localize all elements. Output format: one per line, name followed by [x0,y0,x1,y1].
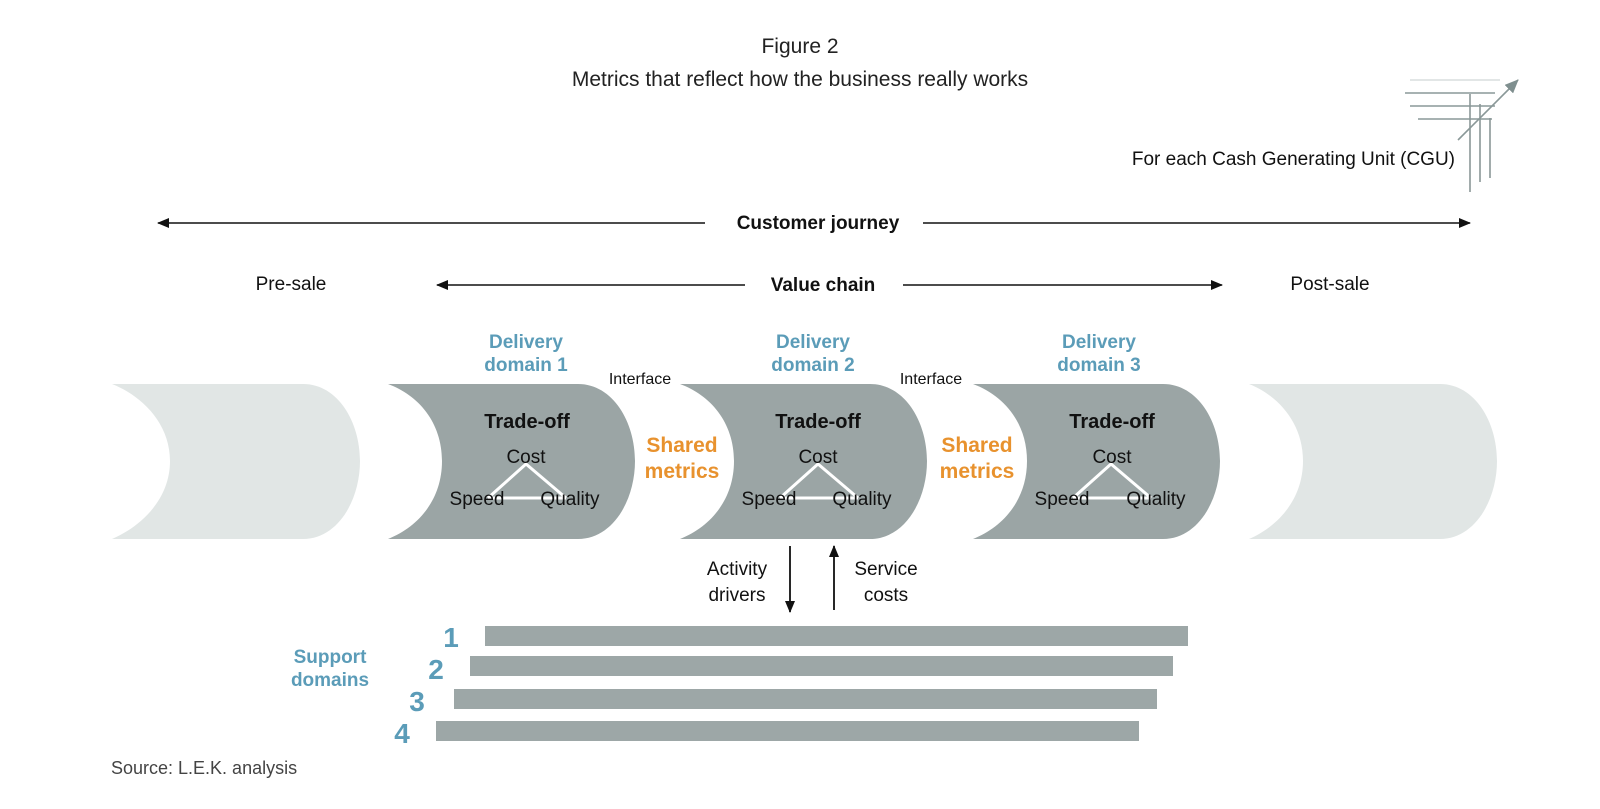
quality-label: Quality [1126,489,1186,510]
pre-sale-label: Pre-sale [256,274,327,295]
tradeoff-label: Trade-off [484,411,570,433]
post-sale-label: Post-sale [1290,274,1369,295]
source-note: Source: L.E.K. analysis [111,758,297,778]
figure-title: Metrics that reflect how the business re… [572,68,1028,91]
figure-label: Figure 2 [761,35,838,58]
cost-label: Cost [798,447,838,468]
support-number-4: 4 [394,718,410,749]
tradeoff-group-3: Trade-off Cost Speed Quality [1035,411,1187,510]
tradeoff-triangle-icon [1071,462,1152,500]
cost-label: Cost [1092,447,1132,468]
delivery-domain-1-line2: domain 1 [484,355,568,376]
delivery-domain-2-line1: Delivery [776,332,850,353]
service-costs-line1: Service [854,559,917,580]
speed-label: Speed [742,489,797,510]
speed-label: Speed [1035,489,1090,510]
support-domain-bar-1 [485,626,1188,646]
support-domain-bar-2 [470,656,1173,676]
support-domains-line1: Support [294,647,367,668]
cost-label: Cost [506,447,546,468]
tradeoff-group-1: Trade-off Cost Speed Quality [450,411,601,510]
tradeoff-group-2: Trade-off Cost Speed Quality [742,411,893,510]
delivery-domain-2-line2: domain 2 [771,355,854,376]
support-domain-bar-3 [454,689,1157,709]
pre-sale-cylinder [112,384,360,539]
interface-label-1: Interface [609,371,671,388]
quality-label: Quality [832,489,892,510]
activity-drivers-line1: Activity [707,559,768,580]
tradeoff-triangle-icon [486,462,567,500]
cgu-label: For each Cash Generating Unit (CGU) [1132,149,1455,170]
shared-metrics-2-line1: Shared [941,434,1012,457]
shared-metrics-1-line2: metrics [645,460,720,483]
growth-arrow-icon [1405,79,1519,192]
tradeoff-triangle-icon [778,462,859,500]
delivery-domain-3-line1: Delivery [1062,332,1136,353]
delivery-domain-1-cylinder [388,384,635,539]
support-domains-line2: domains [291,670,369,691]
delivery-domain-3-line2: domain 3 [1057,355,1140,376]
shared-metrics-1-line1: Shared [646,434,717,457]
shared-metrics-2-line2: metrics [940,460,1015,483]
service-costs-line2: costs [864,585,908,606]
tradeoff-label: Trade-off [775,411,861,433]
speed-label: Speed [450,489,505,510]
quality-label: Quality [540,489,600,510]
support-number-1: 1 [443,622,459,653]
activity-drivers-line2: drivers [708,585,765,606]
support-number-3: 3 [409,686,425,717]
value-chain-label: Value chain [771,275,876,296]
delivery-domain-1-line1: Delivery [489,332,563,353]
delivery-domain-2-cylinder [680,384,927,539]
customer-journey-label: Customer journey [737,213,900,234]
delivery-domain-3-cylinder [973,384,1220,539]
support-number-2: 2 [428,654,444,685]
support-domain-bar-4 [436,721,1139,741]
post-sale-cylinder [1249,384,1497,539]
tradeoff-label: Trade-off [1069,411,1155,433]
interface-label-2: Interface [900,371,962,388]
